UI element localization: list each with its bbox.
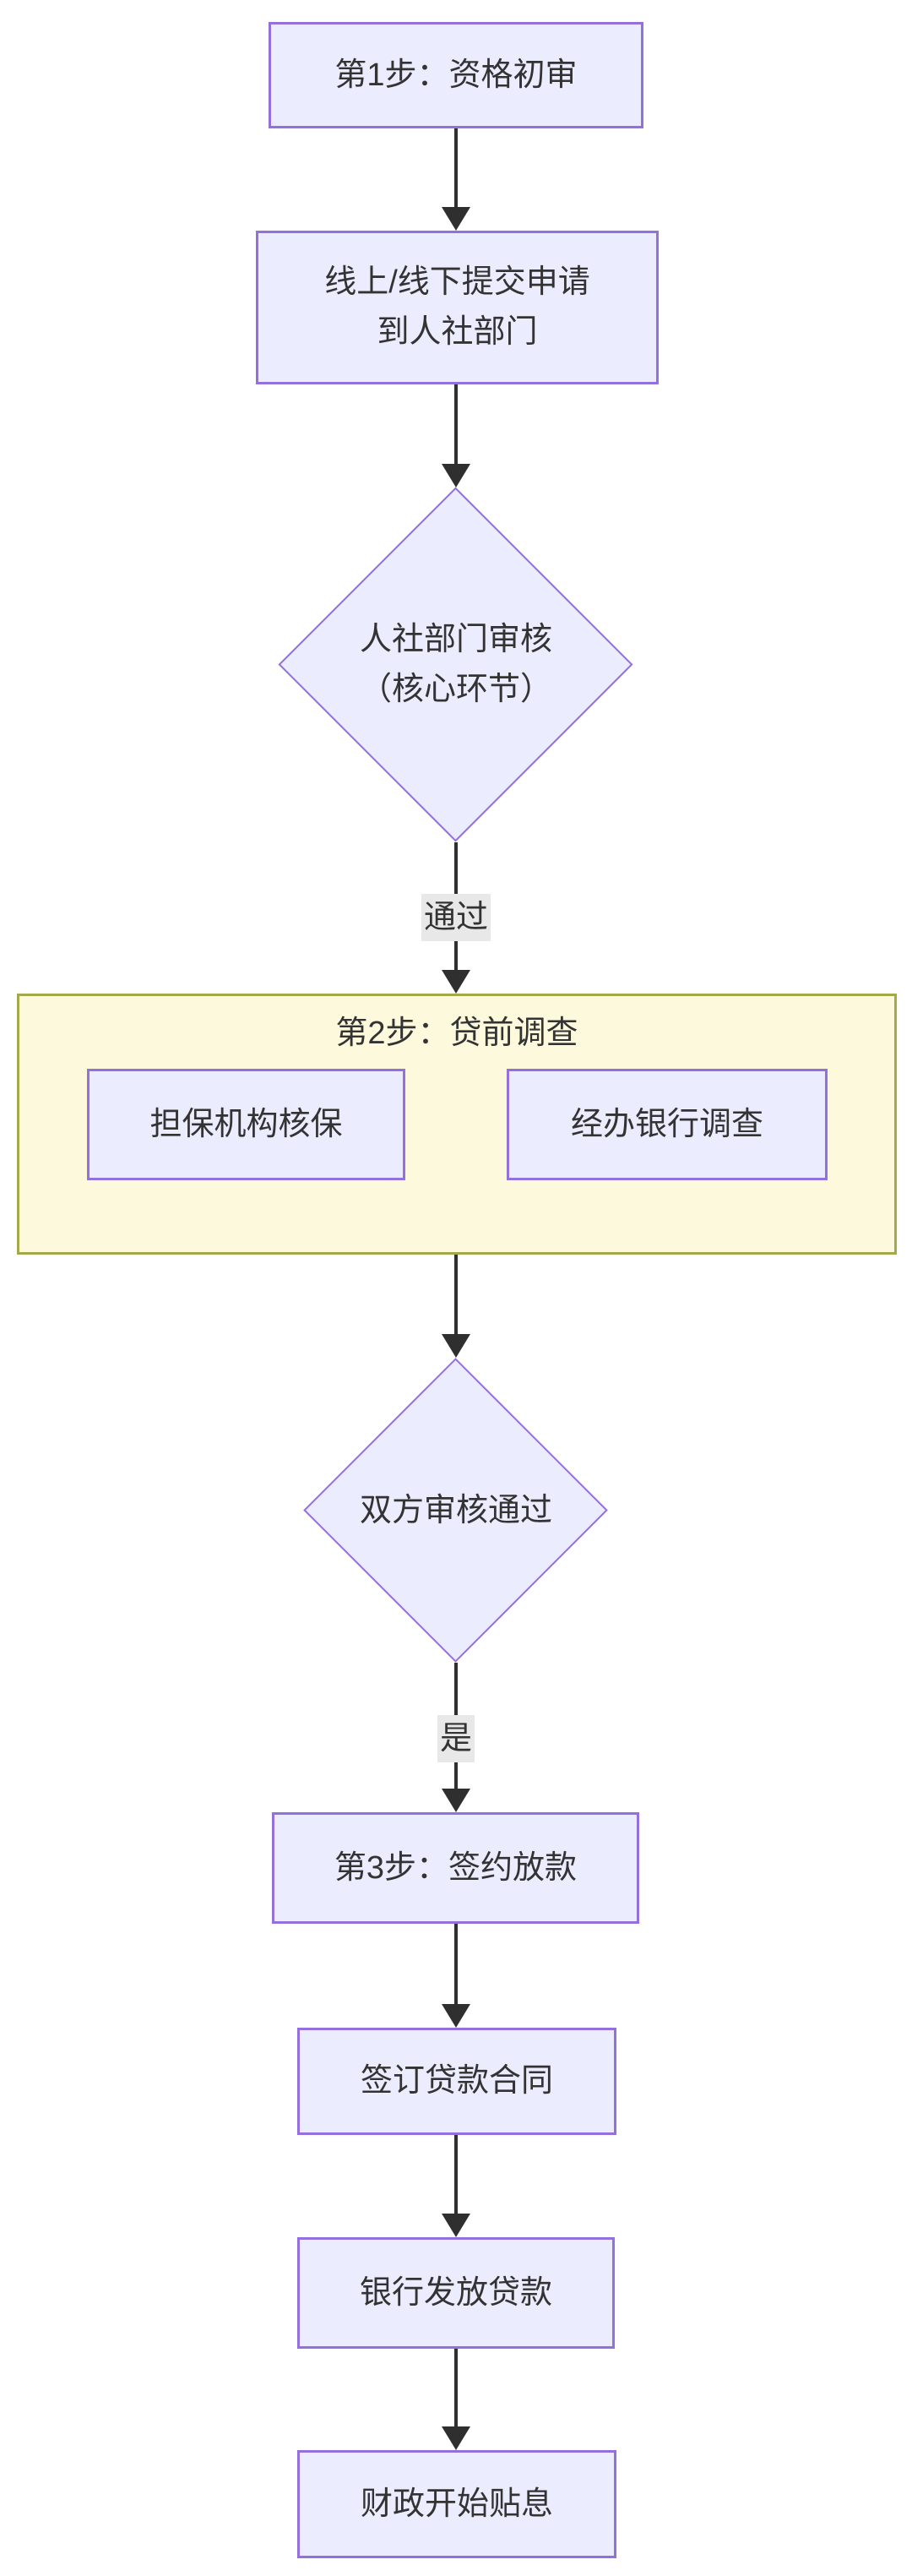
arrowhead-icon	[442, 1334, 470, 1358]
arrow-step2-to-bothpass	[442, 1255, 470, 1358]
arrow-line	[454, 2349, 458, 2428]
arrowhead-icon	[442, 2214, 470, 2237]
node-guarantee-label: 担保机构核保	[149, 1106, 343, 1142]
arrowhead-icon	[442, 2004, 470, 2028]
node-submit-line1: 线上/线下提交申请	[324, 264, 590, 301]
arrow-step3-to-sign	[442, 1924, 470, 2028]
arrow-step1-to-submit	[442, 128, 470, 231]
arrow-line	[454, 128, 458, 209]
subgraph-step2-title: 第2步：贷前调查	[335, 1016, 578, 1051]
diamond-hr-review-line2: （核心环节）	[359, 672, 552, 707]
arrow-sign-to-loan	[442, 2135, 470, 2237]
node-sign-label: 签订贷款合同	[360, 2063, 553, 2099]
arrowhead-icon	[442, 2426, 470, 2450]
diamond-hr-review-line1: 人社部门审核	[359, 622, 552, 658]
arrowhead-icon	[442, 207, 470, 231]
arrow-submit-to-review	[442, 384, 470, 487]
node-loan-label: 银行发放贷款	[359, 2274, 552, 2311]
node-step1-label: 第1步：资格初审	[334, 57, 578, 93]
arrowhead-icon	[442, 970, 470, 994]
node-submit-line2: 到人社部门	[377, 314, 538, 350]
arrow-loan-to-subsidy	[442, 2349, 470, 2450]
node-subsidy-label: 财政开始贴息	[360, 2486, 553, 2522]
arrow-line	[454, 384, 458, 466]
arrow-line	[454, 2135, 458, 2215]
node-bank-investigation: 经办银行调查	[507, 1069, 828, 1180]
diamond-hr-review: 人社部门审核 （核心环节）	[279, 487, 633, 842]
arrowhead-icon	[442, 464, 470, 487]
diamond-both-pass: 双方审核通过	[303, 1358, 609, 1664]
arrow-line	[454, 1255, 458, 1336]
node-submit-application: 线上/线下提交申请 到人社部门	[256, 231, 659, 384]
edge-label-pass: 通过	[421, 894, 491, 941]
node-step3-sign-and-disburse: 第3步：签约放款	[272, 1812, 639, 1924]
node-submit-label: 线上/线下提交申请 到人社部门	[324, 258, 590, 357]
edge-label-yes: 是	[437, 1715, 475, 1762]
diamond-both-pass-label: 双方审核通过	[359, 1492, 552, 1528]
node-fiscal-subsidy-begins: 财政开始贴息	[297, 2450, 616, 2558]
node-sign-loan-contract: 签订贷款合同	[297, 2028, 616, 2135]
arrow-line	[454, 1924, 458, 2006]
arrowhead-icon	[442, 1789, 470, 1812]
node-bank-label: 经办银行调查	[570, 1106, 763, 1142]
node-step3-label: 第3步：签约放款	[334, 1849, 578, 1886]
node-bank-disburses-loan: 银行发放贷款	[297, 2237, 615, 2349]
node-step1-qualification-review: 第1步：资格初审	[269, 22, 643, 128]
node-guarantee-underwriting: 担保机构核保	[87, 1069, 405, 1180]
